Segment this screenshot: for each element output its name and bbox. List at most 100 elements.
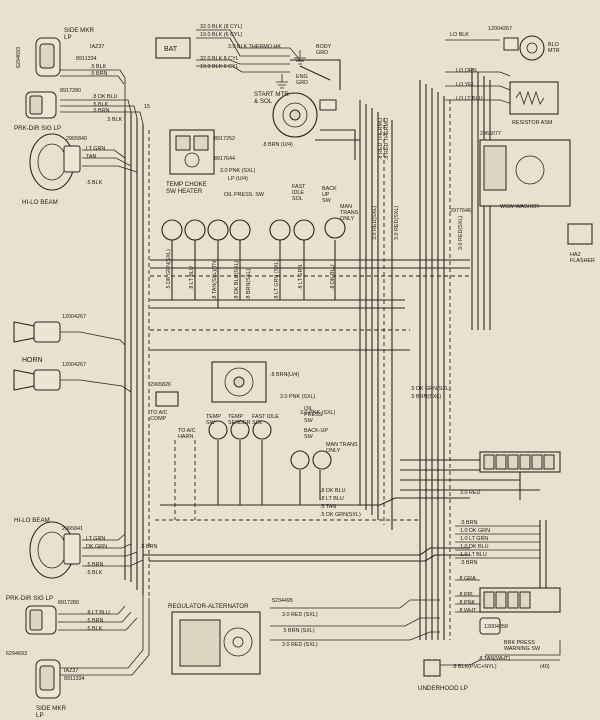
horn-label: HORN <box>22 357 43 364</box>
top-left-wire-labels: .5 BLK .5 BRN .8 DK BLU .5 BLK .5 BRN .5… <box>90 64 150 123</box>
svg-text:.5 DK GRN(SXL): .5 DK GRN(SXL) <box>320 512 361 518</box>
svg-text:3.0 RED(SXL): 3.0 RED(SXL) <box>372 206 378 240</box>
svg-text:2965077: 2965077 <box>480 131 501 137</box>
svg-text:.5 BRN: .5 BRN <box>86 562 103 568</box>
svg-text:.8 TAN(SXL)(TN): .8 TAN(SXL)(TN) <box>212 259 218 300</box>
svg-text:.8 GRA: .8 GRA <box>458 576 476 582</box>
svg-text:.8 LT BLU: .8 LT BLU <box>86 610 110 616</box>
svg-text:.5 BRN: .5 BRN <box>460 560 477 566</box>
svg-text:.5 BRN: .5 BRN <box>86 618 103 624</box>
hi-lo-beam-lamp-bottom: HI-LO BEAM 2965841 LT GRN DK GRN .5 BRN … <box>14 517 157 579</box>
horn-assembly: 12004267 HORN 12004267 <box>13 314 86 391</box>
svg-text:.8 BLK(PVC+NYL): .8 BLK(PVC+NYL) <box>452 664 497 670</box>
svg-text:PRK-DIR SIG LP: PRK-DIR SIG LP <box>6 595 53 602</box>
svg-text:TAN: TAN <box>86 154 96 160</box>
svg-text:15: 15 <box>144 104 150 110</box>
svg-text:PRK-DIR SIG LP: PRK-DIR SIG LP <box>14 125 61 132</box>
svg-text:1.0 DK BLU: 1.0 DK BLU <box>460 544 489 550</box>
hi-lo-beam-lamp-top: HI-LO BEAM 2965840 LT GRN TAN .5 BLK <box>22 133 105 206</box>
svg-text:RESISTOR ASM: RESISTOR ASM <box>512 120 553 126</box>
svg-text:HI-LO BEAM: HI-LO BEAM <box>22 199 58 206</box>
svg-text:LP (U/4): LP (U/4) <box>228 176 248 182</box>
svg-text:8917644: 8917644 <box>214 156 235 162</box>
column-wire-labels: 3.0 RED(SXL) .8 RED THERMO .8 RED THERMO… <box>372 118 400 240</box>
svg-text:.8 BRN (U/4): .8 BRN (U/4) <box>262 142 293 148</box>
svg-text:.5 BLK: .5 BLK <box>86 570 103 576</box>
svg-text:LO ORN: LO ORN <box>456 68 477 74</box>
svg-text:START MTR& SOL: START MTR& SOL <box>254 91 289 105</box>
svg-text:3.0 PNK (SXL): 3.0 PNK (SXL) <box>220 168 256 174</box>
svg-text:.8 DK BLU(SXL): .8 DK BLU(SXL) <box>234 261 240 300</box>
svg-text:3.0 PNK (SXL): 3.0 PNK (SXL) <box>300 410 336 416</box>
svg-text:12004267: 12004267 <box>488 26 512 32</box>
svg-text:LO LT BLU: LO LT BLU <box>456 96 483 102</box>
svg-text:.8 PPL: .8 PPL <box>458 592 474 598</box>
svg-text:.5 BRN: .5 BRN <box>90 71 107 77</box>
starter-motor: START MTR& SOL .8 BRN (U/4) <box>254 91 337 148</box>
svg-text:.5 BLK: .5 BLK <box>92 102 109 108</box>
svg-text:3.0 RED: 3.0 RED <box>460 490 480 496</box>
brake-pressure-warning-switch: .8 GRA .8 PPL .8 PNK .8 WHT 12004268 BRK… <box>458 576 561 662</box>
svg-text:REGULATOR-ALTERNATOR: REGULATOR-ALTERNATOR <box>168 603 249 610</box>
svg-text:1.0 LT BLU: 1.0 LT BLU <box>460 552 487 558</box>
svg-text:LT GRN: LT GRN <box>86 146 105 152</box>
svg-text:.8 LT GRN: .8 LT GRN <box>298 265 304 290</box>
side-marker-num-top: 8911334 <box>76 56 97 62</box>
svg-text:UNDERHOOD LP: UNDERHOOD LP <box>418 685 468 692</box>
svg-text:.8 DK BLU: .8 DK BLU <box>320 488 346 494</box>
svg-text:12004268: 12004268 <box>484 624 508 630</box>
svg-text:OIL PRESS. SW: OIL PRESS. SW <box>224 192 265 198</box>
svg-text:.5 BLK: .5 BLK <box>86 626 103 632</box>
svg-text:19.0 BLK (6 CYL): 19.0 BLK (6 CYL) <box>200 32 242 38</box>
resistor-assembly: RESISTOR ASM <box>509 81 559 126</box>
svg-text:.5 BRN (SXL): .5 BRN (SXL) <box>282 628 315 634</box>
svg-text:8917252: 8917252 <box>214 136 235 142</box>
svg-text:.8 BRN(U/4): .8 BRN(U/4) <box>270 372 300 378</box>
svg-text:3.0 RED (SXL): 3.0 RED (SXL) <box>282 642 318 648</box>
svg-text:.5 BRN: .5 BRN <box>140 544 157 550</box>
svg-text:LO BLK: LO BLK <box>450 32 469 38</box>
svg-text:3.0 RED(SXL): 3.0 RED(SXL) <box>458 216 464 250</box>
wsw-washer: WSW-WASHER 2965077 2977646 3.0 RED(SXL) <box>450 131 571 250</box>
svg-text:LT GRN: LT GRN <box>86 536 105 542</box>
svg-text:12004267: 12004267 <box>62 362 86 368</box>
svg-text:.5 BLK: .5 BLK <box>86 180 103 186</box>
svg-text:3.0 PNK (SXL): 3.0 PNK (SXL) <box>280 394 316 400</box>
distributor-block: .8 BRN(U/4) 3.0 PNK (SXL) 3.0 PNK (SXL) <box>211 361 336 416</box>
park-dir-signal-lamp-bottom: PRK-DIR SIG LP 8917280 .8 LT BLU .5 BRN … <box>6 595 110 635</box>
wire-harness <box>58 29 561 676</box>
side-marker-sidenum-top: 6294693 <box>16 47 22 68</box>
svg-text:12004267: 12004267 <box>62 314 86 320</box>
svg-text:5234495: 5234495 <box>272 598 293 604</box>
svg-text:32.0 BLK 8 CYL: 32.0 BLK 8 CYL <box>200 56 239 62</box>
svg-text:1.0 LT GRN: 1.0 LT GRN <box>460 536 488 542</box>
svg-text:8911334: 8911334 <box>64 676 85 682</box>
svg-text:3.0 BLK THERMO HK: 3.0 BLK THERMO HK <box>228 44 281 50</box>
junction-block: .5 DK GRN(SXL) .5 BRN(SXL) 3.0 RED <box>410 386 561 496</box>
svg-text:.8 PNK: .8 PNK <box>458 600 475 606</box>
svg-text:HI-LO BEAM: HI-LO BEAM <box>14 517 50 524</box>
svg-text:.5 BRN: .5 BRN <box>92 108 109 114</box>
svg-text:6294693: 6294693 <box>6 651 27 657</box>
